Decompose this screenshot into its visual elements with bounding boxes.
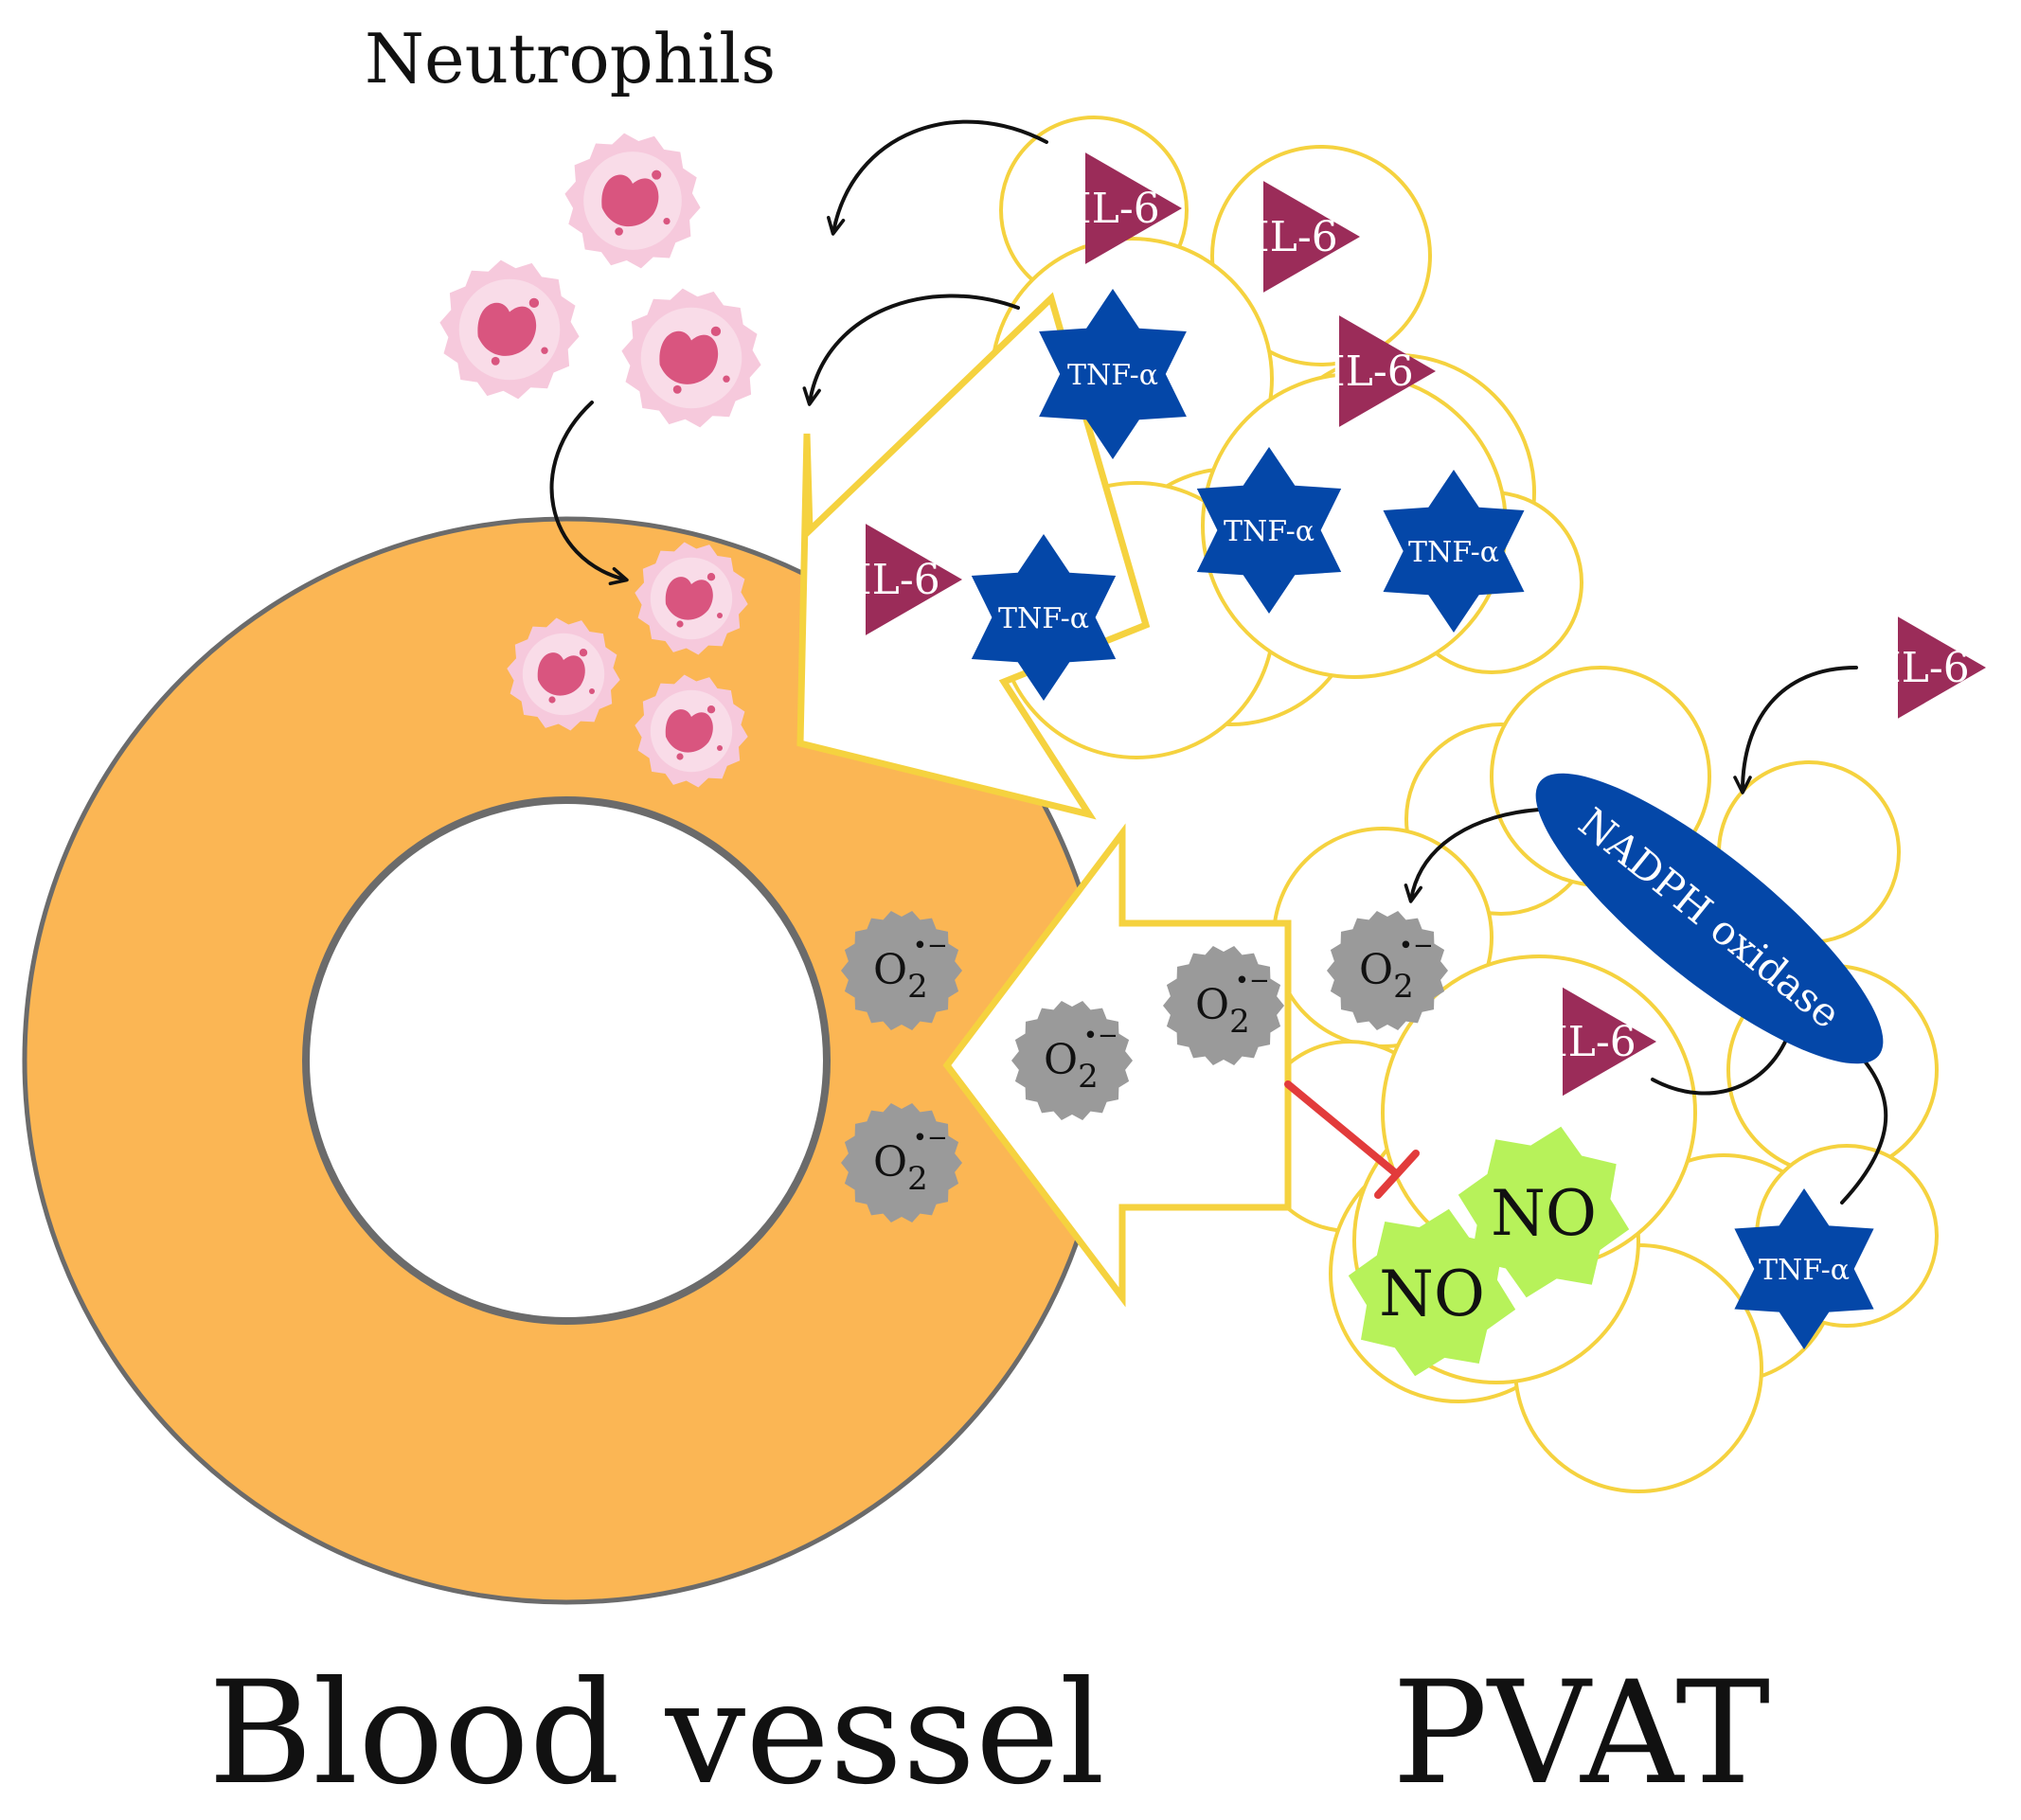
il6-label: IL-6	[1329, 348, 1413, 396]
neutrophil-cell-icon	[439, 259, 580, 400]
neutrophils	[439, 133, 761, 788]
il6-label: IL-6	[1075, 185, 1159, 233]
six-point-star-icon	[1383, 470, 1525, 633]
six-point-star-icon	[1039, 289, 1187, 459]
arrow-il6-to-nadph	[1733, 666, 1858, 794]
tnf-label: TNF-α	[1067, 359, 1158, 392]
superoxide-radical: O2•−	[841, 1103, 962, 1222]
spiky-circle-icon	[1327, 911, 1448, 1030]
superoxide-label: O2•−	[1044, 1022, 1118, 1096]
six-point-star-icon	[971, 534, 1117, 701]
tnf-label: TNF-α	[1224, 515, 1315, 548]
neutrophils-label: Neutrophils	[365, 19, 776, 98]
il6-label: IL-6	[1551, 1018, 1636, 1066]
il6-label: IL-6	[1253, 213, 1337, 261]
six-point-star-icon	[1196, 447, 1342, 614]
il6-hexagon: IL-6	[1253, 181, 1360, 293]
no-starburst: NO	[1348, 1208, 1516, 1377]
pvat-label: PVAT	[1392, 1651, 1770, 1816]
hexagon-icon	[866, 524, 962, 635]
tnf-label: TNF-α	[998, 602, 1089, 635]
il6-label: IL-6	[1885, 644, 1969, 692]
il6-hexagon: IL-6	[1329, 315, 1436, 427]
hexagon-icon	[1085, 152, 1182, 264]
blood-vessel	[22, 516, 1111, 1605]
spiky-circle-icon	[841, 911, 962, 1030]
il6-hexagon: IL-6	[855, 524, 962, 635]
il6-hexagon: IL-6	[1075, 152, 1182, 264]
arrow-tnf-to-neutrophils	[802, 294, 1020, 406]
block-arrow-upper	[796, 292, 1151, 820]
superoxide-radical: O2•−	[1011, 1001, 1133, 1120]
arrow-nadph-to-superoxide	[1404, 808, 1541, 903]
tnf-star: TNF-α	[1734, 1188, 1874, 1349]
tnf-star: TNF-α	[971, 534, 1117, 701]
neutrophil-cell-icon	[621, 288, 761, 428]
spiky-circle-icon	[841, 1103, 962, 1222]
inhibition-arrow	[1284, 1080, 1420, 1199]
hexagon-icon	[1339, 315, 1436, 427]
il6-markers: IL-6IL-6IL-6IL-6IL-6IL-6	[855, 152, 1986, 1097]
tnf-label: TNF-α	[1759, 1254, 1850, 1287]
starburst-icon	[1348, 1208, 1516, 1377]
no-label: NO	[1491, 1177, 1597, 1250]
il6-hexagon: IL-6	[1885, 616, 1986, 719]
tnf-star: TNF-α	[1196, 447, 1342, 614]
hexagon-icon	[1563, 987, 1656, 1097]
superoxide-radical: O2•−	[841, 911, 962, 1030]
six-point-star-icon	[1734, 1188, 1874, 1349]
superoxide-radical: O2•−	[1163, 946, 1284, 1065]
adipocyte-cluster-lower	[1253, 666, 1939, 1493]
arrow-il6-to-neutrophils	[826, 119, 1048, 236]
arrow-neutrophils-to-vessel	[549, 401, 629, 586]
neutrophil-cell-icon	[507, 617, 620, 731]
no-label: NO	[1379, 1258, 1485, 1330]
tnf-star: TNF-α	[1383, 470, 1525, 633]
hexagon-icon	[1898, 616, 1986, 719]
tnf-label: TNF-α	[1408, 536, 1499, 569]
spiky-circle-icon	[1011, 1001, 1133, 1120]
neutrophil-cell-icon	[635, 542, 748, 655]
il6-label: IL-6	[855, 556, 939, 604]
blood-vessel-label: Blood vessel	[208, 1651, 1105, 1816]
superoxide-radical: O2•−	[1327, 911, 1448, 1030]
tnf-star: TNF-α	[1039, 289, 1187, 459]
neutrophil-cell-icon	[564, 133, 701, 269]
hexagon-icon	[1263, 181, 1360, 293]
vessel-lumen	[302, 796, 831, 1325]
spiky-circle-icon	[1163, 946, 1284, 1065]
neutrophil-cell-icon	[635, 674, 748, 788]
superoxide-markers: O2•− O2•− O2•− O2•− O2•−	[841, 911, 1448, 1222]
il6-hexagon: IL-6	[1551, 987, 1656, 1097]
